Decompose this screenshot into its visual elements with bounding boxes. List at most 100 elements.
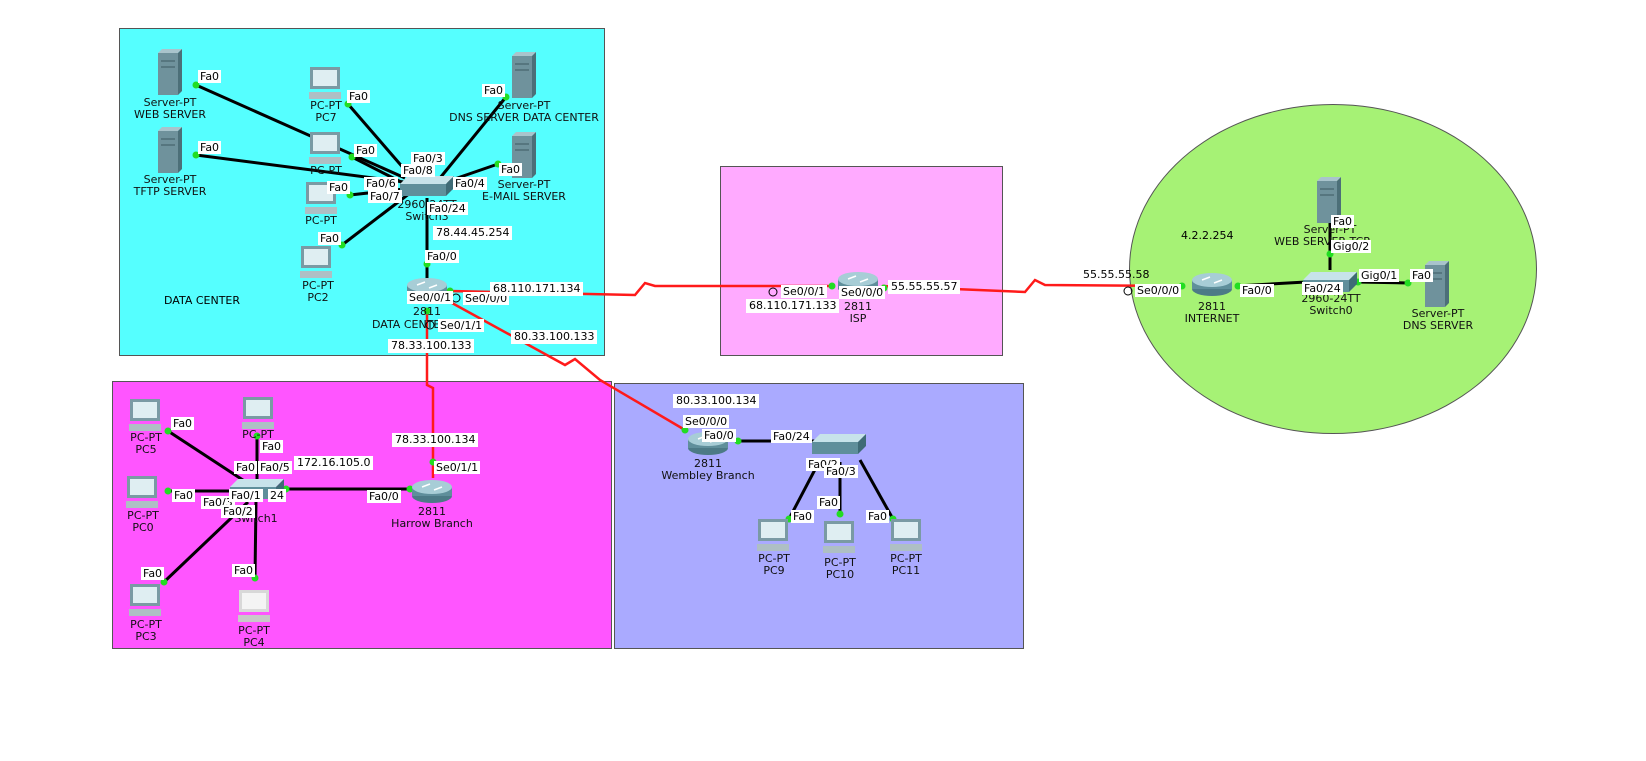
port-label: Fa0 (866, 510, 890, 523)
port-label: Fa0/24 (427, 202, 468, 215)
server-icon[interactable] (154, 47, 184, 95)
pc-icon[interactable] (127, 397, 163, 433)
device-name-label: PC5 (135, 443, 157, 456)
port-label: Fa0 (354, 144, 378, 157)
device-name-label: Harrow Branch (391, 517, 473, 530)
port-dot (348, 153, 356, 161)
port-label: Fa0/8 (401, 164, 435, 177)
device-type-label: Server-PT (1411, 307, 1465, 320)
link-pc5-switch1 (167, 429, 253, 488)
device-name-label: PC3 (135, 630, 157, 643)
device-name-label: DATA CENTER (371, 318, 449, 331)
port-label: Fa0/0 (702, 429, 736, 442)
pc-icon[interactable] (124, 474, 160, 510)
port-label: Fa0 (499, 163, 523, 176)
device-type-label: Server-PT (143, 173, 197, 186)
port-dot (1234, 282, 1242, 290)
device-type-label: PC-PT (305, 214, 337, 227)
device-type-label: PC-PT (242, 428, 274, 441)
port-label: Fa0/4 (453, 177, 487, 190)
port-dot (681, 426, 689, 434)
server-icon[interactable] (1313, 175, 1343, 223)
port-dot (406, 485, 414, 493)
port-label: Gig0/2 (1331, 240, 1372, 253)
port-dot (836, 510, 844, 518)
port-dot (192, 151, 200, 159)
ip-label: 55.55.55.57 (888, 280, 961, 294)
port-dot (192, 81, 200, 89)
device-name-label: Switch0 (1309, 304, 1353, 317)
port-label: 24 (268, 489, 286, 502)
device-type-label: PC-PT (130, 618, 162, 631)
port-dot (734, 437, 742, 445)
internet-area (1129, 104, 1537, 434)
port-label: Fa0 (817, 496, 841, 509)
port-label: Se0/1/1 (434, 461, 481, 474)
pc-icon[interactable] (127, 582, 163, 618)
port-label: Fa0 (1410, 269, 1434, 282)
switch-icon[interactable] (812, 432, 868, 456)
pc-icon[interactable] (888, 517, 924, 553)
server-icon[interactable] (508, 50, 538, 98)
device-type-label: Server-PT (497, 99, 551, 112)
port-label: Fa0/3 (824, 465, 858, 478)
device-type-label: PC-PT (127, 509, 159, 522)
pc-icon[interactable] (821, 519, 857, 555)
port-dot (164, 487, 172, 495)
pc-icon[interactable] (240, 395, 276, 431)
router-icon[interactable] (410, 478, 454, 504)
harrow-area (112, 381, 612, 649)
clock-icon (1123, 286, 1133, 296)
device-name-label: PC4 (243, 636, 265, 649)
port-label: Fa0 (327, 181, 351, 194)
port-label: Se0/1/1 (438, 319, 485, 332)
device-type-label: PC-PT (890, 552, 922, 565)
device-name-label: INTERNET (1184, 312, 1240, 325)
switch-icon[interactable] (400, 174, 456, 198)
port-label: Fa0 (318, 232, 342, 245)
router-icon[interactable] (1190, 271, 1234, 297)
port-dot (423, 307, 431, 315)
port-label: Fa0 (234, 461, 258, 474)
port-label: Fa0/0 (425, 250, 459, 263)
device-name-label: PC0 (132, 521, 154, 534)
device-name-label: E-MAIL SERVER (482, 190, 566, 203)
device-name-label: DNS SERVER DATA CENTER (449, 111, 599, 124)
port-label: Se0/0/0 (839, 286, 886, 299)
ip-label: 55.55.55.58 (1083, 268, 1150, 281)
link-pc4-switch1 (253, 499, 258, 579)
port-label: Fa0 (260, 440, 284, 453)
port-label: Se0/0/1 (407, 291, 454, 304)
pc-icon[interactable] (307, 130, 343, 166)
port-dot (1404, 279, 1412, 287)
link-serial-isp-internet (881, 278, 1183, 294)
device-type-label: PC-PT (238, 624, 270, 637)
pc-icon[interactable] (307, 65, 343, 101)
pc-icon[interactable] (755, 517, 791, 553)
device-name-label: PC11 (891, 564, 921, 577)
port-label: Fa0/7 (368, 190, 402, 203)
pc-icon[interactable] (298, 244, 334, 280)
port-dot (164, 427, 172, 435)
data-center-label: DATA CENTER (164, 294, 241, 307)
device-type-label: PC-PT (302, 279, 334, 292)
ip-label: 68.110.171.133 (746, 299, 840, 313)
device-type-label: PC-PT (310, 99, 342, 112)
port-label: Fa0 (198, 141, 222, 154)
ip-label: 80.33.100.133 (511, 330, 598, 344)
port-label: Fa0/1 (229, 489, 263, 502)
port-label: Fa0/6 (364, 177, 398, 190)
link-serial-dc-harrow (425, 311, 435, 478)
port-label: Fa0 (171, 417, 195, 430)
clock-icon (768, 287, 778, 297)
port-dot (160, 578, 168, 586)
ip-label: 78.33.100.134 (392, 433, 479, 447)
device-name-label: PC2 (307, 291, 329, 304)
server-icon[interactable] (1421, 259, 1451, 307)
isp-area (720, 166, 1003, 356)
device-type-label: 2811 (844, 300, 872, 313)
port-label: Se0/0/0 (683, 415, 730, 428)
pc-icon[interactable] (236, 588, 272, 624)
server-icon[interactable] (154, 125, 184, 173)
